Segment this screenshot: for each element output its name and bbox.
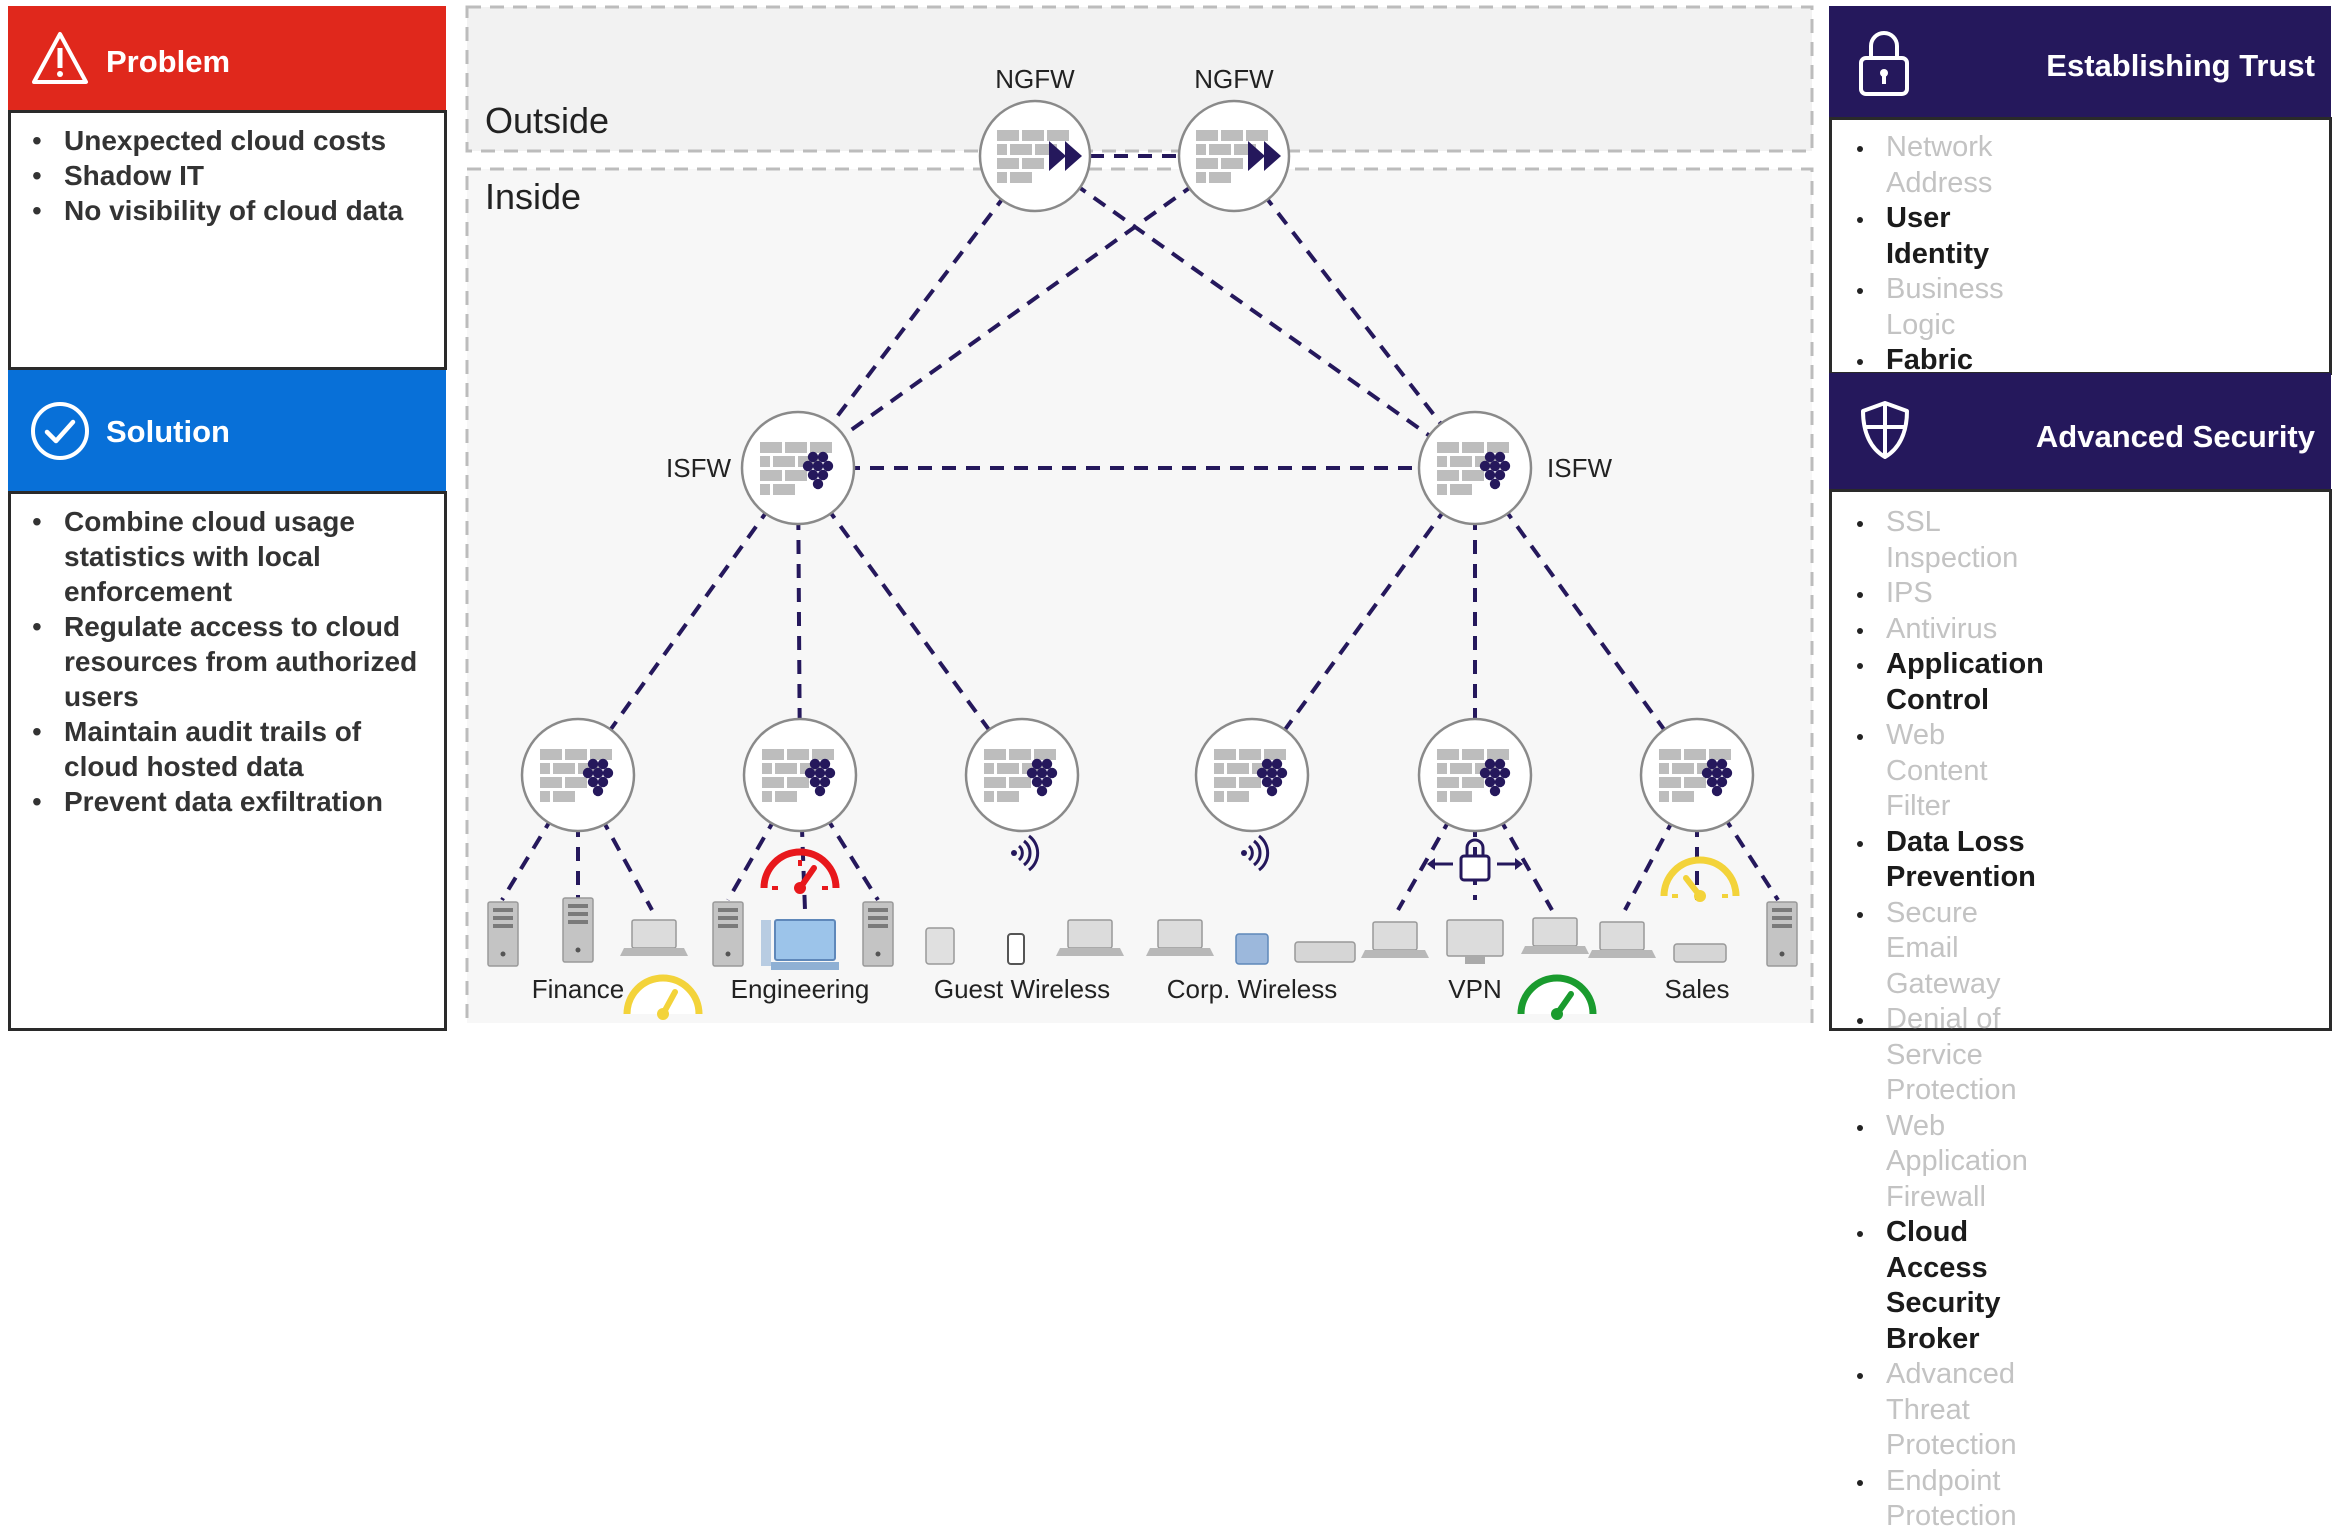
trust-header: Establishing Trust [1829,6,2331,119]
feature-item: Secure Email Gateway [1852,896,2044,1003]
server-icon [487,901,519,967]
guest-wireless-devices [925,919,1125,965]
feature-item: IPS [1852,576,2044,612]
server-icon [1766,901,1798,967]
printer-icon [1673,943,1727,963]
segment-label-vpn: VPN [1448,974,1501,1004]
isfw-node [1417,410,1533,526]
feature-item: Antivirus [1852,612,2044,648]
solution-box: Combine cloud usage statistics with loca… [8,491,447,1031]
segment-label-guest-wireless: Guest Wireless [934,974,1110,1004]
sales-gauge-icon [1660,856,1740,902]
server-icon [712,901,744,967]
segment-label-engineering: Engineering [731,974,870,1004]
ngfw-label: NGFW [995,64,1075,94]
segment-label-corp-wireless: Corp. Wireless [1167,974,1337,1004]
outside-label: Outside [485,100,609,141]
feature-item: Endpoint Protection [1852,1464,2044,1535]
checkmark-circle-icon [31,402,89,460]
vpn-gauge-icon [1517,974,1597,1020]
feature-item: Cloud Access Security Broker [1852,1215,2044,1357]
corp-wireless-devices [1145,919,1356,965]
warning-icon [32,32,88,84]
engineering-firewall-node [742,717,858,833]
finance-firewall-node [520,717,636,833]
network-diagram: Outside Inside NGFW [465,5,1814,1023]
sales-firewall-node [1639,717,1755,833]
list-item: Maintain audit trails of cloud hosted da… [28,714,428,784]
segment-label-sales: Sales [1664,974,1729,1004]
printer-icon [1294,941,1356,963]
server-icon [562,897,594,963]
sales-devices [1587,901,1798,967]
feature-item: User Identity [1852,201,2047,272]
problem-title: Problem [106,44,231,79]
engineering-devices [712,901,894,970]
isfw-label: ISFW [666,453,731,483]
inside-zone [465,167,1814,1023]
problem-list: Unexpected cloud costsShadow ITNo visibi… [28,123,438,228]
solution-list: Combine cloud usage statistics with loca… [28,504,428,819]
finance-gauge-icon [623,974,703,1020]
list-item: Shadow IT [28,158,438,193]
trust-box [1829,117,2332,375]
problem-box: Unexpected cloud costsShadow ITNo visibi… [8,110,447,370]
tablet-icon [925,927,955,965]
lock-icon [1859,31,1909,96]
feature-item: Web Content Filter [1852,718,2044,825]
list-item: Combine cloud usage statistics with loca… [28,504,428,609]
segment-label-finance: Finance [532,974,625,1004]
security-title: Advanced Security [2035,419,2315,454]
security-header: Advanced Security [1829,373,2331,491]
feature-item: Advanced Threat Protection [1852,1357,2044,1464]
engineering-gauge-icon [760,848,840,894]
corp-wireless-firewall-node [1194,717,1310,833]
feature-item: Network Address [1852,130,2047,201]
list-item: Regulate access to cloud resources from … [28,609,428,714]
isfw-node [740,410,856,526]
inside-label: Inside [485,176,581,217]
phone-icon [1007,933,1025,965]
solution-title: Solution [106,414,230,449]
trust-title: Establishing Trust [2046,48,2315,83]
shield-icon [1861,401,1909,459]
vpn-firewall-node [1417,717,1533,833]
ngfw-label: NGFW [1194,64,1274,94]
ngfw-node [978,99,1092,213]
desk-phone-icon [1235,933,1269,965]
guest-wireless-firewall-node [964,717,1080,833]
ngfw-node [1177,99,1291,213]
problem-header: Problem [8,6,446,112]
feature-item: Application Control [1852,647,2044,718]
feature-item: Data Loss Prevention [1852,825,2044,896]
isfw-label: ISFW [1547,453,1612,483]
feature-item: Business Logic [1852,272,2047,343]
outside-zone [465,5,1814,153]
list-item: No visibility of cloud data [28,193,438,228]
solution-header: Solution [8,370,446,493]
security-box [1829,489,2332,1031]
feature-item: Web Application Firewall [1852,1109,2044,1216]
list-item: Unexpected cloud costs [28,123,438,158]
vpn-devices [1360,917,1590,964]
list-item: Prevent data exfiltration [28,784,428,819]
feature-item: SSL Inspection [1852,505,2044,576]
server-icon [862,901,894,967]
vpn-lock-icon [1427,838,1523,882]
workstation-icon [761,919,839,970]
desktop-icon [1446,919,1504,964]
